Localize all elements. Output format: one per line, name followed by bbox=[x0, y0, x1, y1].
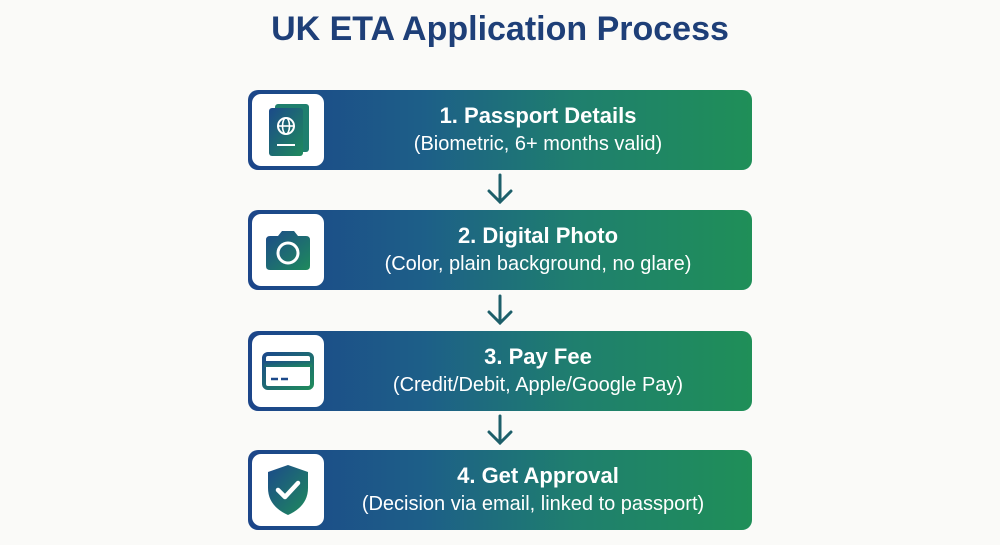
step-subtitle: (Biometric, 6+ months valid) bbox=[413, 133, 663, 155]
arrow-down-icon bbox=[487, 173, 513, 205]
passport-icon bbox=[252, 94, 324, 166]
credit-card-icon bbox=[252, 335, 324, 407]
shield-check-icon bbox=[252, 454, 324, 526]
step-subtitle: (Credit/Debit, Apple/Google Pay) bbox=[392, 374, 684, 396]
step-subtitle: (Decision via email, linked to passport) bbox=[361, 493, 705, 515]
step-heading: 2. Digital Photo bbox=[457, 223, 619, 248]
step-subtitle: (Color, plain background, no glare) bbox=[384, 253, 692, 275]
step-heading: 4. Get Approval bbox=[457, 463, 619, 488]
step-heading: 3. Pay Fee bbox=[484, 344, 592, 369]
camera-icon bbox=[252, 214, 324, 286]
step-heading: 1. Passport Details bbox=[439, 103, 637, 128]
step-get-approval: 4. Get Approval (Decision via email, lin… bbox=[248, 450, 752, 530]
page-title: UK ETA Application Process bbox=[271, 10, 729, 48]
step-pay-fee: 3. Pay Fee (Credit/Debit, Apple/Google P… bbox=[248, 331, 752, 411]
arrow-down-icon bbox=[487, 294, 513, 326]
step-passport-details: 1. Passport Details (Biometric, 6+ month… bbox=[248, 90, 752, 170]
arrow-down-icon bbox=[487, 414, 513, 446]
step-digital-photo: 2. Digital Photo (Color, plain backgroun… bbox=[248, 210, 752, 290]
